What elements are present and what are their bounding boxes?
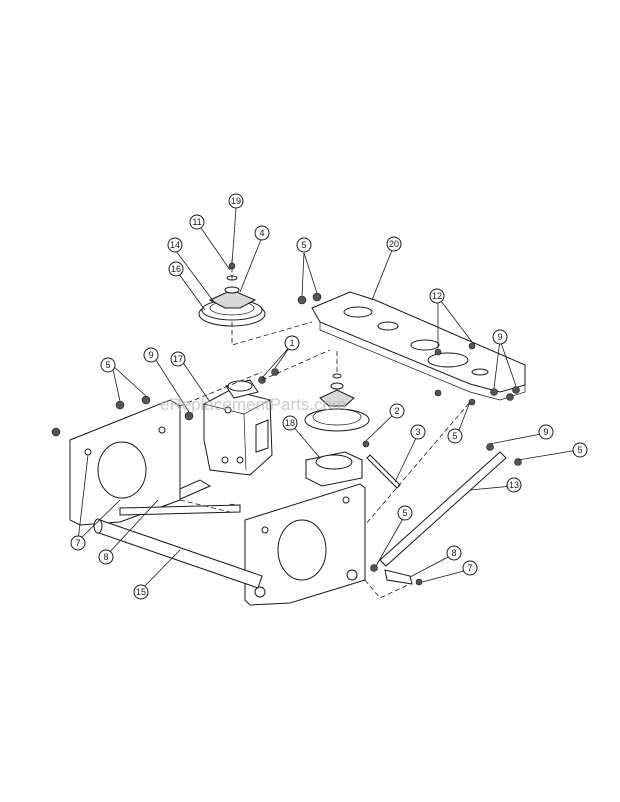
- callout-9: 9: [538, 424, 554, 440]
- svg-text:3: 3: [415, 427, 420, 437]
- svg-text:7: 7: [467, 563, 472, 573]
- svg-text:9: 9: [497, 332, 502, 342]
- svg-text:13: 13: [509, 480, 519, 490]
- callout-7: 7: [462, 560, 478, 576]
- leader-lines: [77, 207, 579, 591]
- callout-15: 15: [133, 584, 149, 600]
- left-side-plate: [51, 395, 194, 526]
- callout-1: 1: [284, 335, 300, 351]
- callout-8: 8: [98, 549, 114, 565]
- callout-13: 13: [506, 477, 522, 493]
- svg-text:8: 8: [103, 552, 108, 562]
- svg-text:14: 14: [170, 240, 180, 250]
- assembly-lines: [179, 258, 471, 599]
- svg-text:20: 20: [389, 239, 399, 249]
- top-plate: [297, 291, 526, 406]
- callout-5: 5: [572, 442, 588, 458]
- callout-8: 8: [446, 545, 462, 561]
- callout-18: 18: [282, 415, 298, 431]
- upper-pulley: [198, 262, 266, 327]
- svg-text:2: 2: [394, 406, 399, 416]
- callout-19: 19: [228, 193, 244, 209]
- svg-text:5: 5: [301, 240, 306, 250]
- svg-text:19: 19: [231, 196, 241, 206]
- svg-text:18: 18: [285, 418, 295, 428]
- front-side-plate: [227, 483, 366, 606]
- callout-17: 17: [170, 351, 186, 367]
- callout-5: 5: [397, 505, 413, 521]
- svg-text:11: 11: [192, 217, 201, 227]
- svg-text:8: 8: [451, 548, 456, 558]
- svg-text:4: 4: [259, 228, 264, 238]
- svg-text:5: 5: [577, 445, 582, 455]
- axle-tube: [93, 504, 263, 589]
- svg-text:12: 12: [432, 291, 442, 301]
- svg-text:1: 1: [289, 338, 294, 348]
- callout-12: 12: [429, 288, 445, 304]
- callout-2: 2: [389, 403, 405, 419]
- callout-20: 20: [386, 236, 402, 252]
- svg-text:16: 16: [171, 264, 181, 274]
- callout-9: 9: [492, 329, 508, 345]
- svg-text:7: 7: [75, 538, 80, 548]
- callout-5: 5: [296, 237, 312, 253]
- lower-pulley: [304, 373, 370, 487]
- watermark: eReplacementParts.com: [160, 395, 346, 414]
- callout-11: 11: [189, 214, 205, 230]
- link-rod: [370, 443, 522, 586]
- svg-text:5: 5: [105, 360, 110, 370]
- callout-4: 4: [254, 225, 270, 241]
- svg-text:15: 15: [136, 587, 146, 597]
- callout-9: 9: [143, 347, 159, 363]
- svg-text:9: 9: [148, 350, 153, 360]
- shaft: [362, 440, 401, 489]
- svg-text:17: 17: [173, 354, 183, 364]
- callout-5: 5: [447, 428, 463, 444]
- svg-text:5: 5: [452, 431, 457, 441]
- svg-text:5: 5: [402, 508, 407, 518]
- svg-text:9: 9: [543, 427, 548, 437]
- callout-5: 5: [100, 357, 116, 373]
- callout-16: 16: [168, 261, 184, 277]
- callout-3: 3: [410, 424, 426, 440]
- callout-7: 7: [70, 535, 86, 551]
- callout-14: 14: [167, 237, 183, 253]
